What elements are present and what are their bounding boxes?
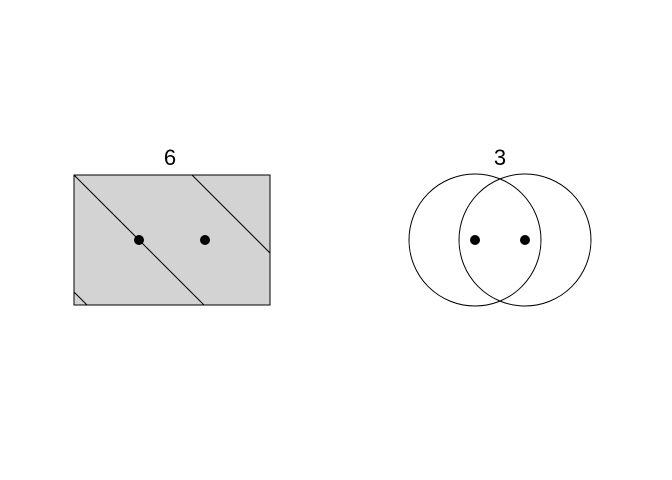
circles-panel-label: 3: [494, 145, 506, 170]
rectangle-shape: [73, 174, 271, 306]
rectangle-panel: 6: [73, 145, 271, 306]
circles-point: [470, 235, 480, 245]
rectangle-point: [200, 235, 210, 245]
right-circle: [458, 173, 592, 307]
circles-point: [520, 235, 530, 245]
circles-panel: 3: [408, 145, 592, 307]
left-circle: [408, 173, 542, 307]
rectangle-point: [134, 235, 144, 245]
rectangle-panel-label: 6: [164, 145, 176, 170]
hatch-line: [74, 291, 88, 305]
hatch-line: [191, 175, 270, 254]
